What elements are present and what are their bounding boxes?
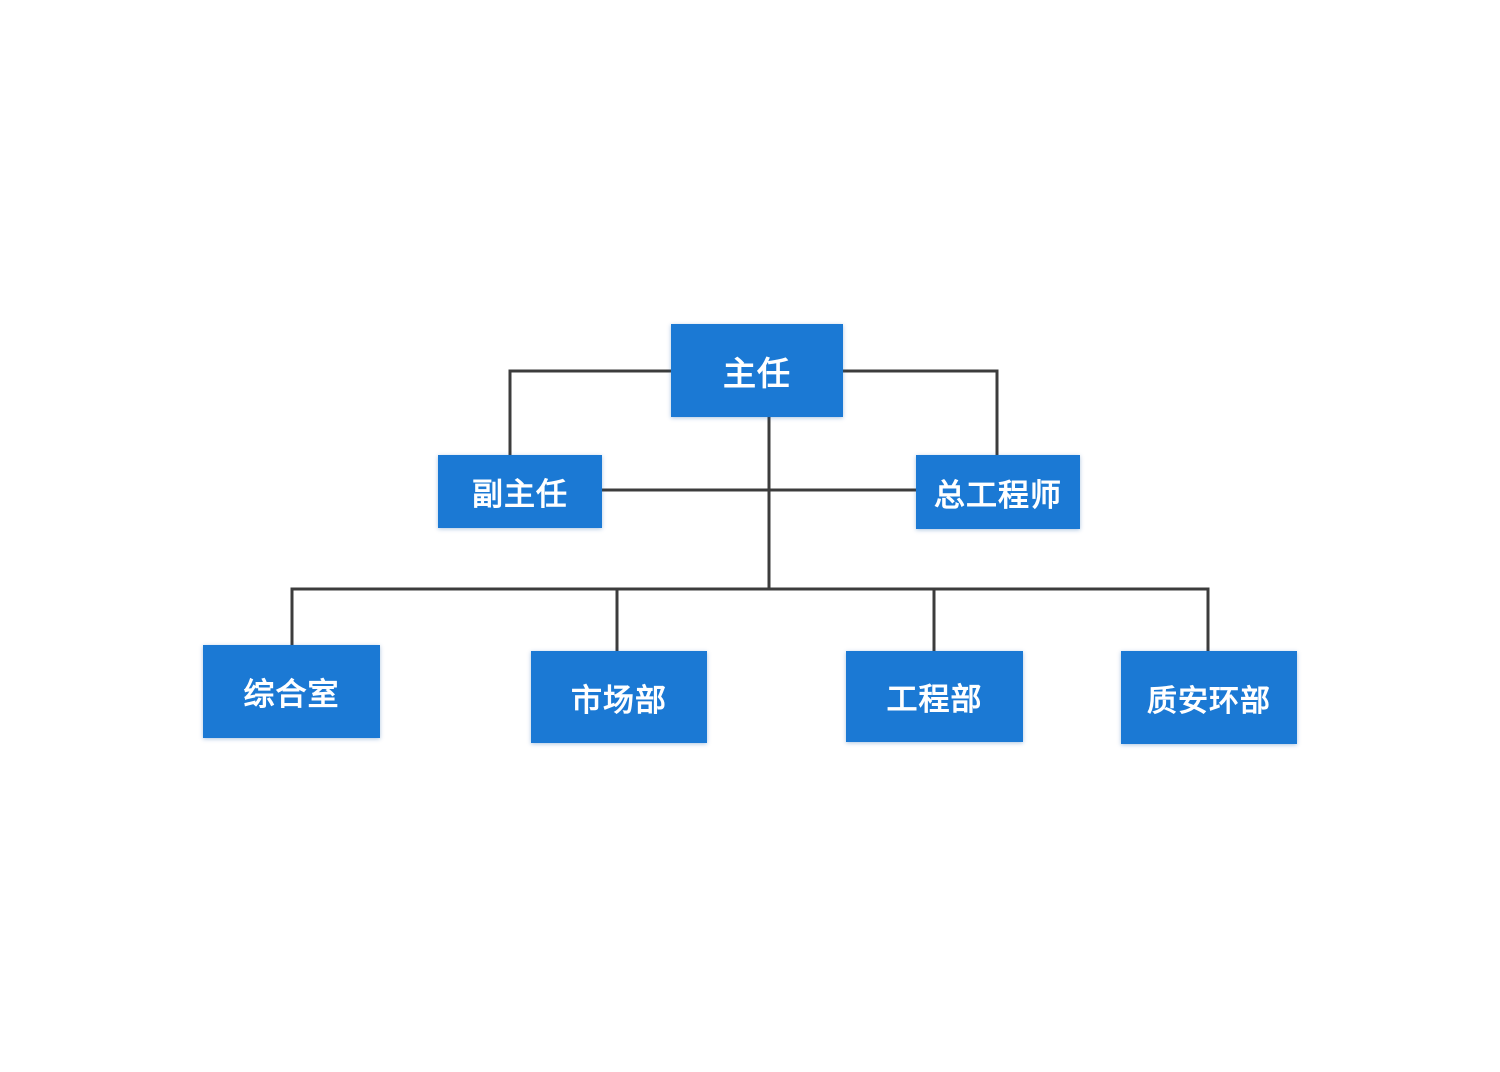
org-node-chief-engineer[interactable]: 总工程师 — [916, 455, 1080, 529]
connector-director-to-deputy — [508, 369, 671, 455]
org-node-quality-safety-env-dept[interactable]: 质安环部 — [1121, 651, 1297, 744]
org-node-director[interactable]: 主任 — [671, 324, 843, 417]
org-node-deputy-director-label: 副主任 — [472, 477, 568, 512]
connector-distribution-rail — [290, 587, 1210, 651]
org-node-engineering-dept-label: 工程部 — [886, 682, 983, 717]
org-node-director-label: 主任 — [723, 354, 791, 392]
org-node-general-office-label: 综合室 — [243, 677, 340, 712]
connector-director-to-chief — [843, 369, 999, 455]
org-node-marketing-dept[interactable]: 市场部 — [531, 651, 707, 743]
org-node-chief-engineer-label: 总工程师 — [934, 477, 1062, 513]
org-node-marketing-dept-label: 市场部 — [571, 682, 667, 718]
org-node-engineering-dept[interactable]: 工程部 — [846, 651, 1023, 742]
org-node-general-office[interactable]: 综合室 — [203, 645, 380, 738]
org-node-deputy-director[interactable]: 副主任 — [438, 455, 602, 528]
org-node-quality-safety-env-dept-label: 质安环部 — [1147, 684, 1271, 718]
